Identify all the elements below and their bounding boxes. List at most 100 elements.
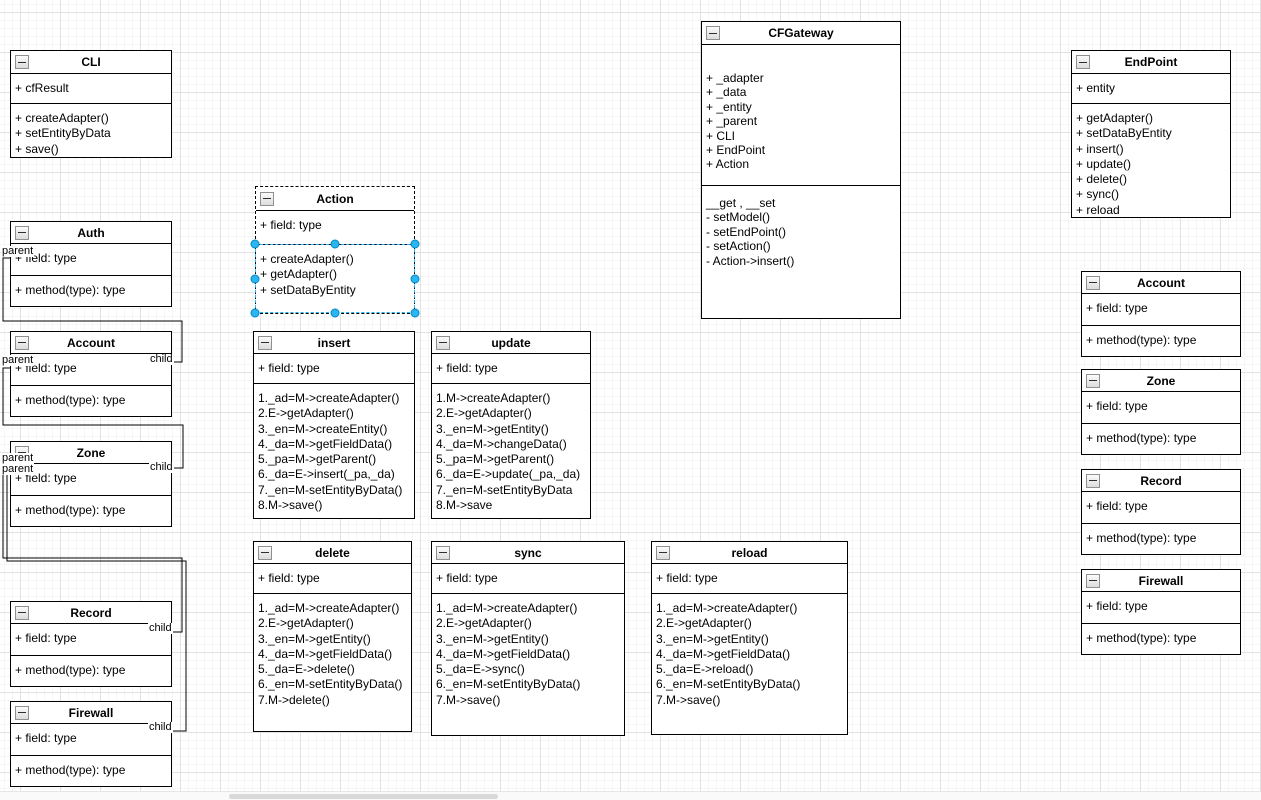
- method-line: 7.M->delete(): [258, 692, 330, 707]
- collapse-minus-icon[interactable]: [15, 605, 29, 620]
- selection-handle-7[interactable]: [330, 308, 340, 318]
- method-line: 7._en=M-setEntityByData: [436, 482, 573, 497]
- edge-label-parent[interactable]: parent: [1, 245, 35, 257]
- selection-handle-6[interactable]: [250, 308, 260, 318]
- horizontal-scrollbar-track[interactable]: [0, 791, 1261, 800]
- field-line: + field: type: [15, 251, 77, 265]
- collapse-minus-icon[interactable]: [258, 545, 272, 560]
- class-auth[interactable]: Auth+ field: type+ method(type): type: [10, 221, 172, 307]
- class-account-left[interactable]: Account+ field: type+ method(type): type: [10, 331, 172, 417]
- method-line: + createAdapter(): [15, 111, 109, 125]
- class-record-right[interactable]: Record+ field: type+ method(type): type: [1081, 469, 1241, 555]
- class-firewall-right[interactable]: Firewall+ field: type+ method(type): typ…: [1081, 569, 1241, 655]
- method-line: 5._da=E->sync(): [436, 662, 525, 677]
- method-line: - setModel(): [706, 210, 771, 225]
- class-record-left[interactable]: Record+ field: type+ method(type): type: [10, 601, 172, 687]
- method-line: 5._da=E->reload(): [656, 662, 754, 677]
- collapse-minus-icon[interactable]: [1086, 573, 1100, 588]
- collapse-minus-icon[interactable]: [1076, 55, 1090, 69]
- edge-label-child[interactable]: child: [149, 353, 174, 365]
- selection-handle-8[interactable]: [410, 308, 420, 318]
- class-zone-right[interactable]: Zone+ field: type+ method(type): type: [1081, 369, 1241, 455]
- edge-label-parent[interactable]: parent: [1, 452, 35, 464]
- method-line: + getAdapter(): [260, 267, 338, 282]
- class-title: CLI: [81, 55, 101, 69]
- field-line: + cfResult: [15, 81, 69, 95]
- class-title: Action: [316, 191, 354, 206]
- method-line: - setAction(): [706, 239, 771, 254]
- method-line: 6._en=M-setEntityByData(): [656, 677, 801, 692]
- method-line: 5._da=E->delete(): [258, 662, 355, 677]
- field-line: + field: type: [258, 361, 320, 375]
- collapse-minus-icon[interactable]: [15, 225, 29, 240]
- class-title: Record: [70, 605, 112, 620]
- method-line: 5._pa=M->getParent(): [436, 452, 555, 467]
- field-line: + CLI: [706, 128, 736, 143]
- collapse-minus-icon[interactable]: [258, 335, 272, 350]
- method-line: 4._da=M->getFieldData(): [436, 646, 571, 661]
- field-line: + _adapter: [706, 71, 764, 85]
- method-line: + delete(): [1076, 172, 1128, 187]
- class-account-right[interactable]: Account+ field: type+ method(type): type: [1081, 271, 1241, 357]
- method-line: 6._da=E->update(_pa,_da): [436, 467, 581, 482]
- method-line: 4._da=M->changeData(): [436, 436, 567, 451]
- class-endpoint[interactable]: EndPoint+ entity+ getAdapter()+ setDataB…: [1071, 50, 1231, 218]
- class-title: CFGateway: [768, 26, 834, 40]
- method-line: 2.E->getAdapter(): [656, 616, 752, 631]
- selection-handle-3[interactable]: [410, 239, 420, 249]
- field-line: + Action: [706, 157, 750, 172]
- edge-label-parent[interactable]: parent: [1, 354, 35, 366]
- method-line: + sync(): [1076, 187, 1120, 202]
- class-cfgateway[interactable]: CFGateway+ _adapter+ _data+ _entity+ _pa…: [701, 21, 901, 319]
- horizontal-scrollbar-thumb[interactable]: [229, 794, 498, 799]
- method-line: + method(type): type: [1086, 631, 1197, 645]
- field-line: + field: type: [15, 471, 77, 485]
- collapse-minus-icon[interactable]: [1086, 373, 1100, 388]
- class-title: Auth: [77, 225, 105, 240]
- field-line: + entity: [1076, 81, 1116, 95]
- field-line: + field: type: [1086, 301, 1148, 315]
- edge-label-child[interactable]: child: [149, 461, 174, 473]
- collapse-minus-icon[interactable]: [15, 335, 29, 350]
- method-line: 1._ad=M->createAdapter(): [258, 601, 400, 615]
- field-line: + field: type: [1086, 499, 1148, 513]
- edge-label-parent[interactable]: parent: [1, 463, 35, 475]
- method-line: + method(type): type: [15, 393, 126, 407]
- collapse-minus-icon[interactable]: [436, 545, 450, 560]
- method-line: + insert(): [1076, 141, 1124, 156]
- collapse-minus-icon[interactable]: [656, 545, 670, 560]
- edge-account-zone[interactable]: [2, 367, 184, 469]
- selection-handle-4[interactable]: [250, 274, 260, 283]
- class-firewall-left[interactable]: Firewall+ field: type+ method(type): typ…: [10, 701, 172, 787]
- collapse-minus-icon[interactable]: [260, 191, 274, 206]
- class-cli[interactable]: CLI+ cfResult+ createAdapter()+ setEntit…: [10, 50, 172, 158]
- edge-label-child[interactable]: child: [148, 622, 173, 634]
- collapse-minus-icon[interactable]: [436, 335, 450, 350]
- edge-label-child[interactable]: child: [148, 721, 173, 733]
- method-line: 1._ad=M->createAdapter(): [258, 391, 400, 405]
- method-line: 1._ad=M->createAdapter(): [656, 601, 798, 615]
- collapse-minus-icon[interactable]: [15, 705, 29, 720]
- method-line: 5._pa=M->getParent(): [258, 452, 377, 467]
- selection-handle-1[interactable]: [250, 239, 260, 249]
- collapse-minus-icon[interactable]: [1086, 473, 1100, 488]
- collapse-minus-icon[interactable]: [706, 26, 720, 40]
- method-line: + method(type): type: [15, 763, 126, 777]
- class-zone-left[interactable]: Zone+ field: type+ method(type): type: [10, 441, 172, 527]
- selection-handle-2[interactable]: [330, 239, 340, 249]
- selection-handle-5[interactable]: [410, 274, 420, 283]
- method-line: 3._en=M->getEntity(): [258, 631, 371, 646]
- class-title: Zone: [76, 445, 106, 460]
- edge-auth-account[interactable]: [2, 257, 183, 363]
- collapse-minus-icon[interactable]: [15, 55, 29, 69]
- method-line: + setDataByEntity: [260, 282, 356, 297]
- field-line: + _data: [706, 85, 747, 100]
- collapse-minus-icon[interactable]: [1086, 275, 1100, 290]
- method-line: + setDataByEntity: [1076, 126, 1172, 141]
